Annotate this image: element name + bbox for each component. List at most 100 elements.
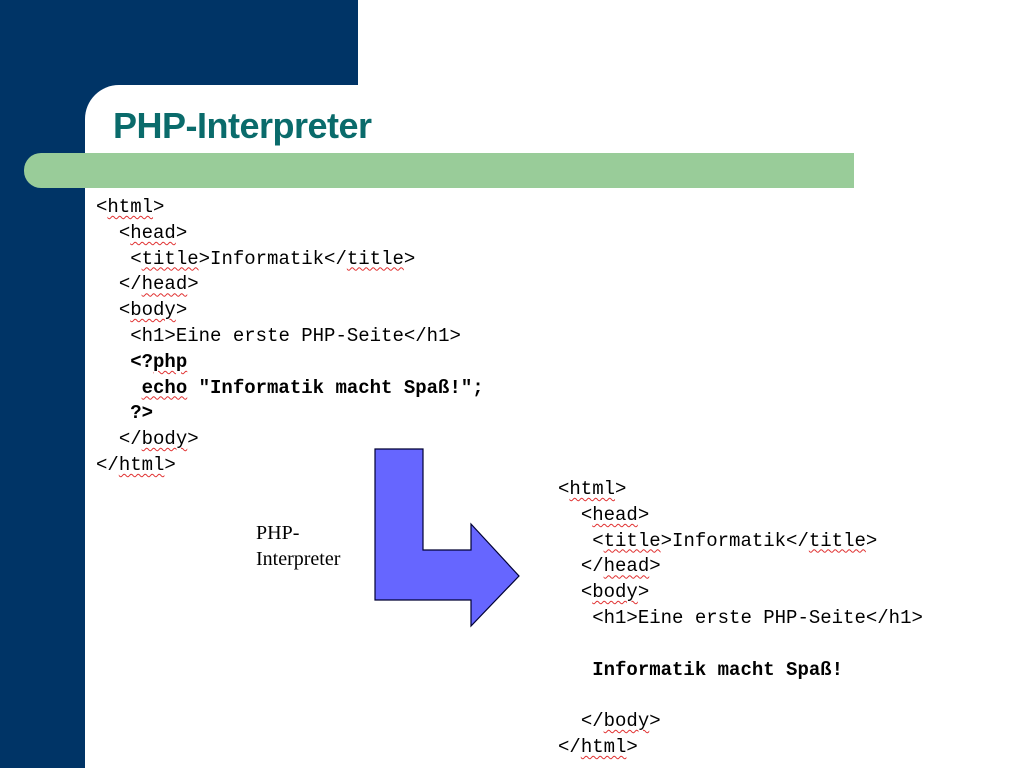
code-indent [558,607,592,629]
source_code-line: <html> [96,195,484,221]
code-token: </ [580,555,604,578]
code-token: > [865,529,878,552]
source-code-block: <html> <head> <title>Informatik</title> … [96,195,484,479]
code-token: "Informatik macht Spaß!"; [187,376,484,399]
slide-title: PHP-Interpreter [113,105,372,146]
code-token: > [637,581,650,604]
code-token: title [808,529,866,552]
source_code-line: <body> [96,298,484,324]
arrow-label: PHP- Interpreter [256,520,340,572]
output_code-line [558,632,923,658]
code-indent [96,299,119,321]
code-token: > [187,273,199,296]
code-token: </ [580,710,604,733]
output_code-line: </html> [558,735,923,761]
code-token: </ [118,273,142,296]
code-token: > [649,710,661,733]
code-token: > [403,247,416,270]
code-token: < [558,478,570,500]
source_code-line: <head> [96,221,484,247]
output_code-line [558,683,923,709]
code-token: title [603,529,661,552]
output_code-line: <head> [558,503,923,529]
code-token: title [141,247,199,270]
code-token: body [141,428,188,451]
code-token: html [107,196,154,218]
code-indent [558,504,581,526]
code-indent [96,248,130,270]
code-token: > [175,221,188,244]
code-token: > [164,453,176,476]
source_code-line: <?php [96,350,484,376]
code-token: > [615,478,627,500]
code-token: > [637,503,650,526]
code-token: >Informatik</ [198,247,347,270]
bent-right-arrow-icon [374,448,520,628]
code-token: php [153,350,188,373]
code-token: head [603,555,650,578]
code-token: head [130,221,176,244]
code-token: < [118,221,131,244]
code-indent [96,377,142,399]
code-token: html [569,478,616,500]
source_code-line: <title>Informatik</title> [96,247,484,273]
code-token: >Informatik</ [660,529,809,552]
arrow-label-line-1: PHP- [256,522,300,544]
output_code-line: Informatik macht Spaß! [558,658,923,684]
code-indent [96,222,119,244]
code-indent [558,581,581,603]
navy-left-band [0,0,85,768]
source_code-line: </body> [96,427,484,453]
code-token: > [626,735,638,758]
code-token: > [153,196,165,218]
code-indent [96,273,119,295]
code-indent [96,428,119,450]
code-token: < [592,529,604,552]
output_code-line: </body> [558,709,923,735]
source_code-line: <h1>Eine erste PHP-Seite</h1> [96,324,484,350]
code-indent [558,710,581,732]
code-token: body [603,710,650,733]
code-token: title [346,247,404,270]
code-token: <h1>Eine erste PHP-Seite</h1> [592,606,923,629]
code-token: html [118,453,165,476]
source_code-line: </head> [96,272,484,298]
code-indent [96,402,130,424]
code-token: </ [96,453,119,476]
source_code-line: echo "Informatik macht Spaß!"; [96,376,484,402]
output_code-line: <html> [558,477,923,503]
code-indent [96,325,130,347]
output-code-block: <html> <head> <title>Informatik</title> … [558,477,923,761]
source_code-line: ?> [96,401,484,427]
code-token: <? [130,350,154,373]
code-token: html [580,735,627,758]
code-token: > [187,428,199,451]
output_code-line: </head> [558,554,923,580]
code-indent [558,555,581,577]
code-indent [558,530,592,552]
code-token: > [649,555,661,578]
code-token: <h1>Eine erste PHP-Seite</h1> [130,324,461,347]
code-token: < [96,196,108,218]
code-token: < [580,581,593,604]
code-token: echo [141,376,188,399]
code-token: head [592,503,638,526]
code-token: > [175,299,188,322]
content-panel [85,85,1024,768]
code-token: < [118,299,131,322]
code-token: </ [558,735,581,758]
title-underline-bar [24,153,854,188]
code-indent [558,659,592,681]
output_code-line: <body> [558,580,923,606]
source_code-line: </html> [96,453,484,479]
code-indent [96,351,130,373]
code-token: head [141,273,188,296]
code-token: </ [118,428,142,451]
code-token: body [592,581,638,604]
code-token: < [130,247,142,270]
code-token: ?> [130,402,154,425]
arrow-label-line-2: Interpreter [256,548,341,570]
code-token: body [130,299,176,322]
output_code-line: <h1>Eine erste PHP-Seite</h1> [558,606,923,632]
